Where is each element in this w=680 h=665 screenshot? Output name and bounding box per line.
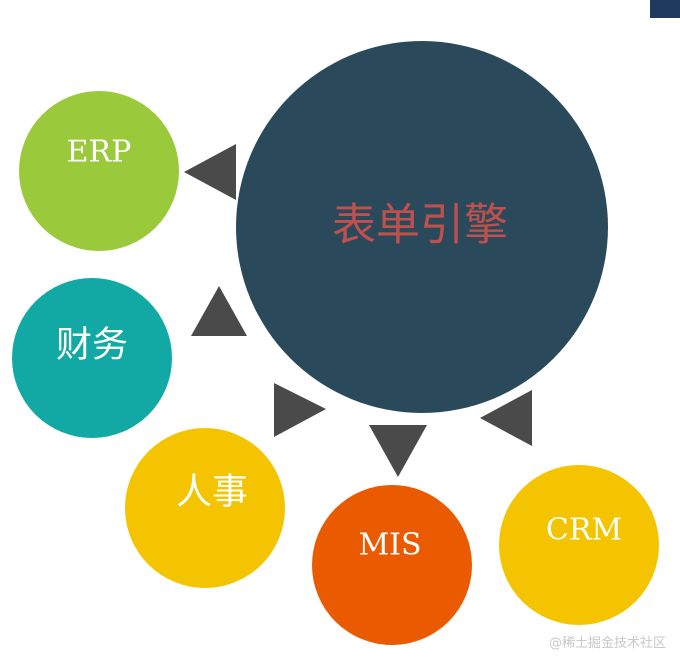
arrow-to-finance — [191, 286, 247, 336]
watermark-text: @稀土掘金技术社区 — [548, 636, 666, 651]
finance-circle — [12, 278, 172, 438]
mis-label: MIS — [358, 528, 421, 563]
arrows — [184, 144, 532, 477]
arrow-to-erp — [184, 144, 236, 200]
node-finance: 财务 — [12, 278, 172, 438]
erp-label: ERP — [67, 135, 132, 170]
crm-label: CRM — [546, 513, 622, 548]
hr-circle — [125, 428, 285, 588]
node-mis: MIS — [312, 485, 472, 645]
center-node: 表单引擎 — [236, 41, 608, 413]
node-crm: CRM — [499, 465, 659, 625]
erp-circle — [19, 91, 179, 251]
mis-circle — [312, 485, 472, 645]
corner-accent-block — [650, 0, 680, 18]
finance-label: 财务 — [56, 325, 128, 366]
center-label: 表单引擎 — [332, 200, 508, 251]
arrow-to-crm — [480, 390, 532, 446]
hr-label: 人事 — [176, 472, 248, 513]
arrow-to-hr — [274, 383, 326, 437]
crm-circle — [499, 465, 659, 625]
node-hr: 人事 — [125, 428, 285, 588]
center-circle — [236, 41, 608, 413]
arrow-to-mis — [369, 425, 427, 477]
node-erp: ERP — [19, 91, 179, 251]
